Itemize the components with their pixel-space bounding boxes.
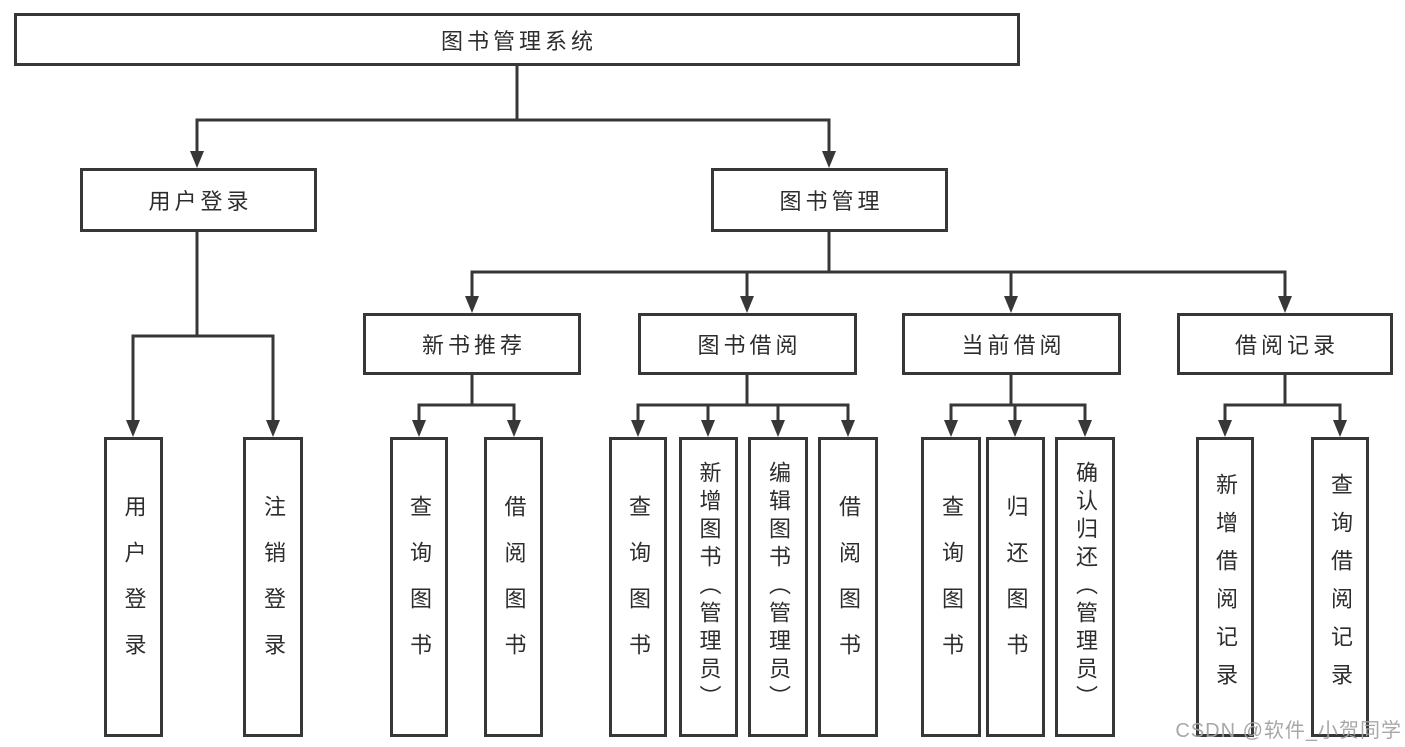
leaf-query-books-current: 查询图书 — [921, 437, 981, 737]
csdn-watermark: CSDN @软件_小贺同学 — [1175, 720, 1402, 742]
node-new-book-recommend: 新书推荐 — [363, 313, 581, 375]
node-user-login: 用户登录 — [80, 168, 317, 232]
leaf-borrow-books: 借阅图书 — [818, 437, 878, 737]
node-label: 借阅记录 — [1234, 333, 1339, 358]
node-label: 图书管理系统 — [440, 28, 597, 54]
leaf-label: 查询借阅记录 — [1328, 473, 1353, 701]
leaf-label: 新增借阅记录 — [1213, 473, 1238, 701]
leaf-query-borrow-record: 查询借阅记录 — [1311, 437, 1369, 737]
node-label: 用户登录 — [148, 189, 253, 214]
node-label: 新书推荐 — [421, 333, 526, 358]
node-label: 图书管理 — [779, 189, 884, 214]
leaf-add-borrow-record: 新增借阅记录 — [1196, 437, 1254, 737]
leaf-edit-books-admin: 编辑图书（管理员） — [748, 437, 808, 737]
leaf-borrow-books-recommend: 借阅图书 — [484, 437, 543, 737]
leaf-label: 借阅图书 — [836, 495, 861, 679]
leaf-add-books-admin: 新增图书（管理员） — [679, 437, 738, 737]
node-book-borrow: 图书借阅 — [638, 313, 857, 375]
node-current-borrow: 当前借阅 — [902, 313, 1121, 375]
leaf-user-login: 用户登录 — [104, 437, 163, 737]
leaf-return-books: 归还图书 — [986, 437, 1045, 737]
node-label: 当前借阅 — [961, 333, 1066, 358]
leaf-label: 编辑图书（管理员） — [766, 461, 791, 713]
leaf-label: 用户登录 — [121, 495, 147, 679]
leaf-query-books-recommend: 查询图书 — [390, 437, 448, 737]
leaf-label: 确认归还（管理员） — [1073, 461, 1098, 713]
leaf-label: 注销登录 — [261, 495, 286, 679]
leaf-label: 查询图书 — [407, 495, 432, 679]
leaf-label: 查询图书 — [626, 495, 651, 679]
leaf-label: 新增图书（管理员） — [696, 461, 722, 713]
node-book-management: 图书管理 — [711, 168, 948, 232]
leaf-label: 归还图书 — [1003, 495, 1029, 679]
leaf-confirm-return-admin: 确认归还（管理员） — [1055, 437, 1115, 737]
leaf-label: 借阅图书 — [501, 495, 527, 679]
node-borrow-records: 借阅记录 — [1177, 313, 1393, 375]
leaf-query-books-borrow: 查询图书 — [609, 437, 667, 737]
node-label: 图书借阅 — [697, 333, 802, 358]
leaf-logout: 注销登录 — [243, 437, 303, 737]
node-library-management-system: 图书管理系统 — [14, 13, 1020, 66]
leaf-label: 查询图书 — [939, 495, 964, 679]
